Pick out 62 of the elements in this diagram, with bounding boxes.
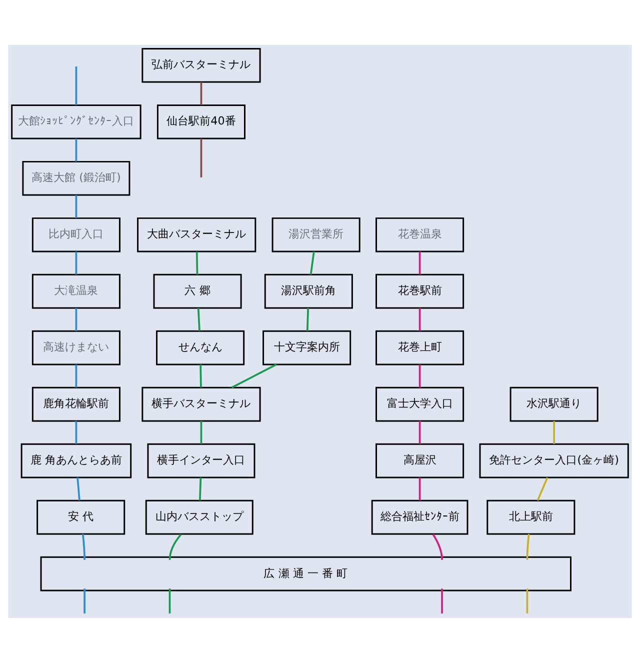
node-box: 安 代: [36, 499, 126, 534]
node-box: 鹿角花輪駅前: [32, 386, 120, 422]
connector: [231, 363, 277, 388]
connector: [84, 588, 86, 613]
node-box: 花巻温泉: [376, 216, 464, 252]
node-box: 十文字案内所: [262, 330, 352, 365]
node-box: 湯沢駅前角: [264, 273, 353, 308]
connector: [418, 477, 421, 500]
connector: [75, 66, 78, 105]
node-box: 広 瀬 通 一 番 町: [40, 556, 572, 591]
connector: [200, 420, 202, 444]
node-box: 弘前バスターミナル: [142, 47, 261, 82]
connector: [197, 308, 200, 330]
connector: [441, 588, 443, 613]
connector: [196, 251, 198, 274]
node-box: 総合福祉ｾﾝﾀｰ前: [371, 499, 468, 534]
connector: [198, 477, 202, 500]
node-box: 六 郷: [153, 273, 242, 308]
node-box: 北上駅前: [486, 499, 576, 534]
connector: [526, 533, 530, 560]
connector: [75, 194, 78, 218]
connector: [536, 476, 548, 500]
connector: [82, 533, 86, 560]
connector: [75, 251, 78, 274]
node-box: 高速大館 (鍛治町): [22, 160, 130, 196]
connector: [526, 588, 528, 613]
connector: [418, 364, 421, 387]
node-box: 水沢駅通り: [510, 386, 598, 422]
connector: [432, 533, 443, 560]
node-box: 仙台駅前40番: [156, 104, 246, 139]
connector: [75, 308, 78, 330]
connector: [75, 364, 78, 387]
node-box: 横手バスターミナル: [142, 386, 261, 422]
node-box: 比内町入口: [32, 216, 120, 252]
connector: [306, 308, 310, 330]
node-box: 横手インター入口: [147, 442, 256, 478]
connector: [553, 420, 555, 444]
node-box: 免許センター入口(金ヶ崎): [479, 442, 629, 478]
node-box: せんなん: [156, 330, 245, 365]
node-box: 花巻上町: [376, 330, 464, 365]
node-box: 花巻駅前: [376, 273, 464, 308]
node-box: 大館ｼｮｯﾋﾟﾝｸﾞｾﾝﾀｰ入口: [11, 104, 142, 139]
connector: [168, 533, 182, 560]
connector: [310, 250, 315, 274]
connector: [76, 476, 80, 500]
connector: [418, 308, 421, 330]
node-box: 大滝温泉: [32, 273, 120, 308]
connector: [75, 420, 78, 444]
connector: [200, 82, 202, 104]
connector: [200, 138, 202, 177]
connector: [75, 138, 78, 161]
node-box: 鹿 角あんとらあ前: [20, 442, 132, 478]
connector: [200, 364, 202, 387]
node-box: 大曲バスターミナル: [137, 216, 256, 252]
connector: [418, 251, 421, 274]
node-box: 山内バスストップ: [145, 499, 254, 534]
connector: [418, 420, 421, 444]
node-box: 富士大学入口: [376, 386, 464, 422]
node-box: 高速けまない: [32, 330, 120, 365]
connector: [168, 588, 171, 613]
node-box: 高屋沢: [376, 442, 464, 478]
node-box: 湯沢営業所: [272, 216, 360, 252]
